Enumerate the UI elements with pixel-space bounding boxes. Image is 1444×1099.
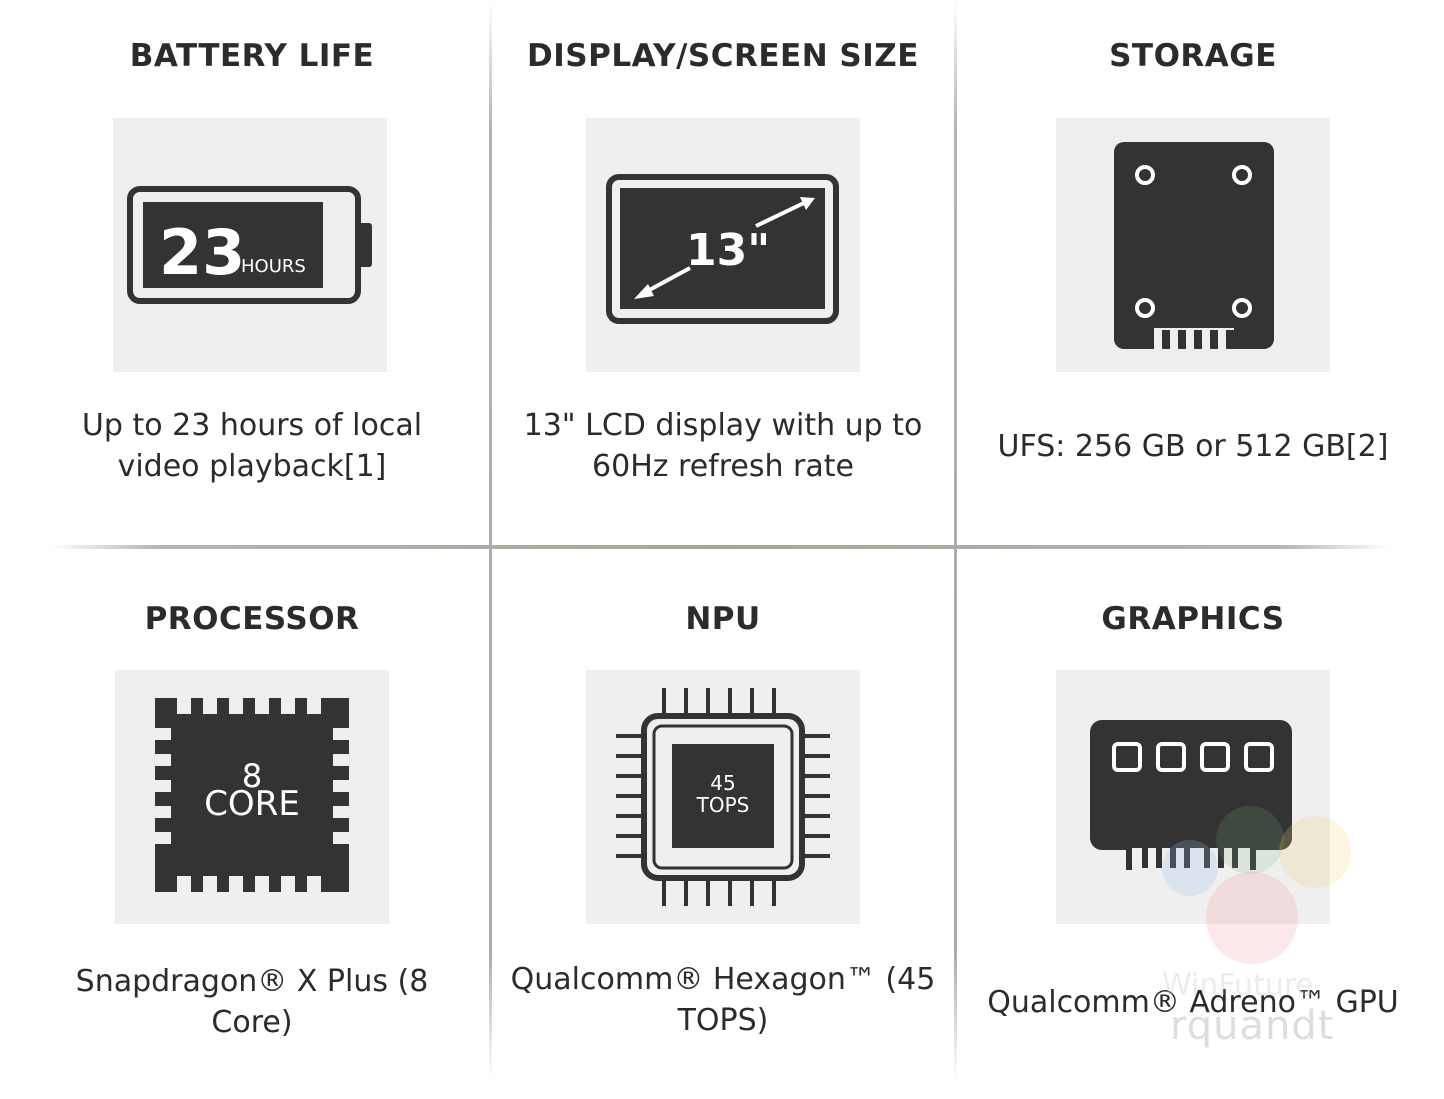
divider-vertical-1 bbox=[489, 0, 492, 1080]
npu-tops-unit: TOPS bbox=[696, 793, 750, 817]
battery-icon: 23 HOURS bbox=[127, 186, 372, 304]
spec-description-line-2: 60Hz refresh rate bbox=[592, 449, 854, 484]
spec-description-line-1: Qualcomm® Hexagon™ (45 bbox=[510, 962, 936, 997]
spec-description-line-2: TOPS) bbox=[677, 1003, 769, 1038]
watermark-text: rquandt bbox=[1170, 1003, 1335, 1049]
spec-description: Up to 23 hours of local video playback[1… bbox=[15, 405, 489, 487]
gpu-card-icon bbox=[1090, 720, 1292, 870]
divider-horizontal bbox=[50, 545, 1390, 549]
spec-description-line-2: video playback[1] bbox=[117, 449, 387, 484]
battery-hours-unit: HOURS bbox=[241, 256, 306, 277]
spec-title: DISPLAY/SCREEN SIZE bbox=[527, 38, 919, 74]
spec-title: NPU bbox=[685, 601, 761, 637]
spec-description-line-2: Core) bbox=[211, 1005, 293, 1040]
spec-icon-box bbox=[1056, 118, 1330, 372]
spec-cell-processor: PROCESSOR bbox=[15, 549, 489, 1099]
spec-cell-graphics: GRAPHICS bbox=[957, 549, 1429, 1099]
display-icon: 13" bbox=[606, 174, 839, 324]
spec-description-line-1: Snapdragon® X Plus (8 bbox=[75, 964, 429, 999]
spec-title: STORAGE bbox=[1109, 38, 1277, 74]
spec-description-line-1: Qualcomm® Adreno™ GPU bbox=[987, 985, 1399, 1020]
spec-title: PROCESSOR bbox=[144, 601, 360, 637]
spec-cell-battery: BATTERY LIFE 23 HOURS Up to 23 hours of … bbox=[15, 0, 489, 545]
spec-description-line-1: UFS: 256 GB or 512 GB[2] bbox=[997, 429, 1389, 464]
npu-tops-value: 45 bbox=[710, 771, 735, 795]
spec-description: Qualcomm® Hexagon™ (45 TOPS) bbox=[492, 959, 954, 1041]
spec-cell-npu: NPU bbox=[492, 549, 954, 1099]
spec-cell-storage: STORAGE UFS: 256 GB or 512 GB[2] bbox=[957, 0, 1429, 545]
spec-icon-box: 13" bbox=[586, 118, 860, 372]
npu-chip-icon: 45 TOPS bbox=[616, 688, 830, 906]
spec-description: Qualcomm® Adreno™ GPU bbox=[957, 982, 1429, 1023]
spec-title: BATTERY LIFE bbox=[129, 38, 375, 74]
display-size-value: 13" bbox=[686, 225, 770, 276]
watermark-text-top: WinFuture bbox=[1162, 968, 1314, 1003]
cpu-chip-icon: 8 CORE bbox=[155, 698, 349, 892]
spec-cell-display: DISPLAY/SCREEN SIZE 13" 13" LCD display … bbox=[492, 0, 954, 545]
spec-title: GRAPHICS bbox=[1101, 601, 1285, 637]
spec-icon-box: 8 CORE bbox=[115, 670, 389, 924]
spec-icon-box: 45 TOPS bbox=[586, 670, 860, 924]
storage-icon bbox=[1114, 142, 1274, 349]
spec-icon-box bbox=[1056, 670, 1330, 924]
divider-vertical-2 bbox=[954, 0, 957, 1080]
spec-description: 13" LCD display with up to 60Hz refresh … bbox=[492, 405, 954, 487]
spec-description: Snapdragon® X Plus (8 Core) bbox=[15, 961, 489, 1043]
cpu-core-label: CORE bbox=[204, 784, 300, 824]
spec-icon-box: 23 HOURS bbox=[113, 118, 387, 372]
cpu-core-count: 8 bbox=[242, 757, 262, 795]
spec-description: UFS: 256 GB or 512 GB[2] bbox=[957, 426, 1429, 467]
battery-hours-value: 23 bbox=[159, 216, 245, 289]
spec-description-line-1: Up to 23 hours of local bbox=[81, 408, 423, 443]
spec-description-line-1: 13" LCD display with up to bbox=[523, 408, 923, 443]
